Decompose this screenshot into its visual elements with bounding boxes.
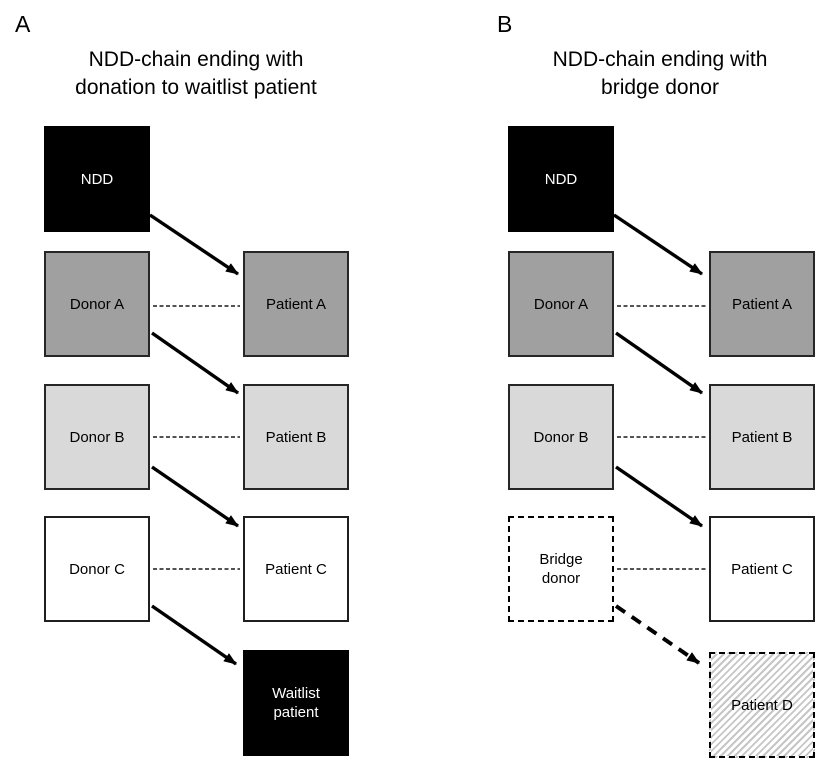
arrow-donor-a-patient-b-b bbox=[615, 331, 703, 395]
node-patient-b: Patient B bbox=[243, 384, 349, 490]
node-donor-b: Donor B bbox=[44, 384, 150, 490]
node-patient-c-b: Patient C bbox=[709, 516, 815, 622]
node-donor-a-b: Donor A bbox=[508, 251, 614, 357]
panel-a-title-line-1: NDD-chain ending with bbox=[88, 48, 304, 71]
arrow-donor-b-patient-c-b bbox=[615, 465, 703, 528]
node-ndd-b: NDD bbox=[508, 126, 614, 232]
arrow-ndd-patient-a bbox=[149, 213, 239, 276]
arrow-donor-a-patient-b bbox=[151, 331, 239, 395]
node-donor-c: Donor C bbox=[44, 516, 150, 622]
panel-a-title-line-2: donation to waitlist patient bbox=[75, 76, 317, 99]
panel-b-title-line-1: NDD-chain ending with bbox=[552, 48, 768, 71]
node-patient-b-b: Patient B bbox=[709, 384, 815, 490]
node-patient-a: Patient A bbox=[243, 251, 349, 357]
arrow-donor-c-waitlist bbox=[151, 604, 237, 666]
panel-b-label: B bbox=[497, 11, 513, 37]
panel-a-title: NDD-chain ending with donation to waitli… bbox=[24, 46, 368, 102]
arrow-donor-b-patient-c bbox=[151, 465, 239, 528]
node-donor-a: Donor A bbox=[44, 251, 150, 357]
arrow-bridge-patient-d bbox=[614, 604, 701, 665]
node-patient-d: Patient D bbox=[709, 652, 815, 758]
panel-a-label: A bbox=[15, 11, 31, 37]
node-patient-a-b: Patient A bbox=[709, 251, 815, 357]
node-bridge-donor: Bridge donor bbox=[508, 516, 614, 622]
node-waitlist-patient: Waitlist patient bbox=[243, 650, 349, 756]
node-ndd-a: NDD bbox=[44, 126, 150, 232]
arrow-ndd-patient-a-b bbox=[613, 213, 703, 276]
node-donor-b-b: Donor B bbox=[508, 384, 614, 490]
panel-b-title-line-2: bridge donor bbox=[601, 76, 719, 99]
panel-b-title: NDD-chain ending with bridge donor bbox=[488, 46, 832, 102]
node-patient-c: Patient C bbox=[243, 516, 349, 622]
